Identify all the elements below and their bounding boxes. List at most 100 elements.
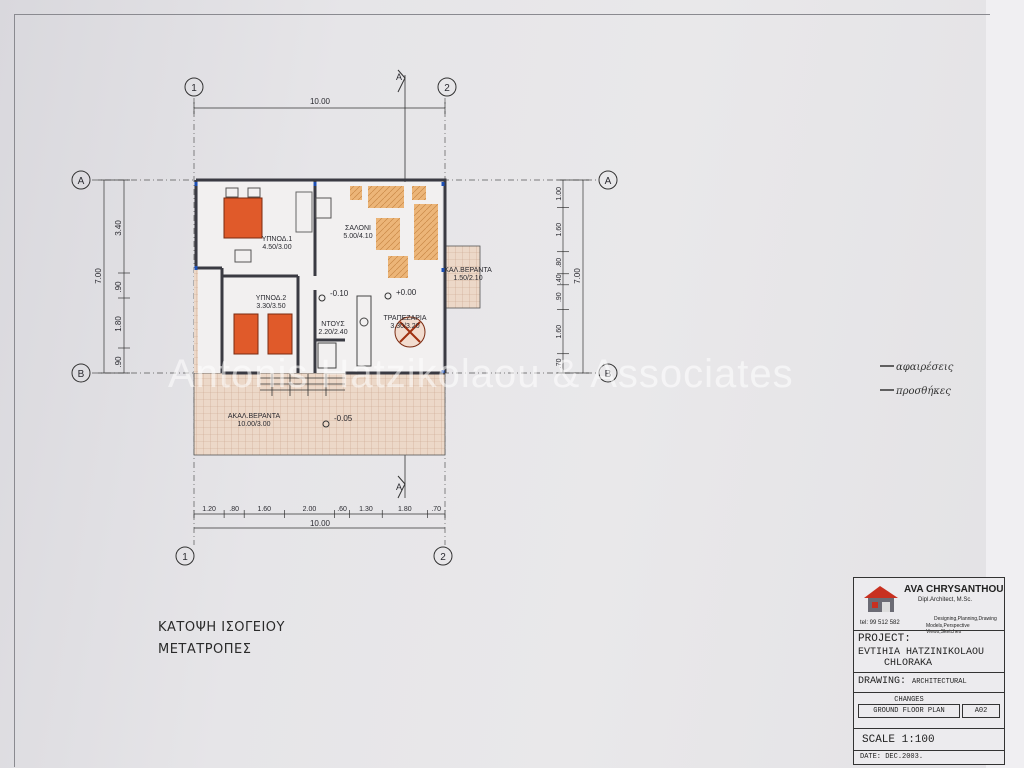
- dimension-bottom-seg-4: 2.00: [303, 506, 317, 513]
- dimension-bottom-total: 10.00: [310, 519, 331, 528]
- svg-text:2: 2: [440, 552, 446, 563]
- dimension-right-seg-4: .40: [556, 274, 563, 284]
- walls: [194, 178, 447, 375]
- dimension-left-total: 7.00: [94, 268, 103, 284]
- dining-table: [394, 316, 426, 348]
- room-label-size: 3.30/3.50: [256, 303, 285, 310]
- pillow-left: [225, 187, 239, 198]
- dimension-right-total: 7.00: [573, 268, 582, 284]
- double-bed-1: [223, 197, 263, 239]
- room-label-size: 4.50/3.00: [262, 244, 291, 251]
- dimension-bottom-seg-6: 1.30: [359, 506, 373, 513]
- grid-bubble-A-right: A: [598, 170, 618, 190]
- drawing-scale: SCALE 1:100: [862, 734, 935, 746]
- level-marker-1: -0.10: [318, 289, 349, 302]
- dimension-bottom-seg-2: .80: [229, 506, 239, 513]
- legend-additions: προσθήκες: [880, 386, 951, 397]
- room-label-size: 5.00/4.10: [343, 233, 372, 240]
- side-table-right: [412, 186, 426, 200]
- front-veranda: [193, 372, 446, 456]
- room-label-name: ΝΤΟΥΣ: [321, 321, 345, 328]
- svg-text:B: B: [605, 369, 612, 380]
- wardrobe: [295, 191, 313, 233]
- dimension-right-seg-1: 1.00: [556, 187, 563, 201]
- grid-bubble-2-top: 2: [437, 77, 457, 97]
- grid-bubble-1-bottom: 1: [175, 546, 195, 566]
- svg-text:προσθήκες: προσθήκες: [895, 386, 951, 397]
- armchair-long: [414, 204, 438, 260]
- dimension-bottom-seg-1: 1.20: [202, 506, 216, 513]
- dimension-right-seg-7: .70: [556, 358, 563, 368]
- svg-text:1: 1: [191, 83, 197, 94]
- dimension-left: [98, 179, 130, 374]
- firm-phone: tel: 99 512 582: [860, 620, 900, 626]
- room-label-size: 3.30/3.20: [390, 323, 419, 330]
- firm-logo-icon: [864, 586, 898, 612]
- room-label-size: 2.20/2.40: [318, 329, 347, 336]
- dimension-bottom-seg-8: .70: [431, 506, 441, 513]
- grid-bubble-B-right: B: [598, 363, 618, 383]
- svg-text:A: A: [605, 176, 612, 187]
- dimension-top-total: 10.00: [310, 97, 331, 106]
- covered-veranda: [444, 245, 481, 309]
- room-label-name: ΥΠΝΟΔ.1: [262, 236, 293, 243]
- drawing-label: DRAWING: ARCHITECTURAL: [858, 676, 967, 687]
- ottoman: [388, 256, 408, 278]
- project-location: CHLORAKA: [884, 658, 933, 669]
- dimension-left-seg-1: 3.40: [114, 220, 123, 236]
- svg-text:2: 2: [444, 83, 450, 94]
- level-marker-2: +0.00: [384, 288, 417, 300]
- svg-text:A: A: [396, 72, 402, 82]
- grid-bubble-B-left: B: [71, 363, 91, 383]
- svg-text:A: A: [396, 482, 402, 492]
- grid-bubble-1-top: 1: [184, 77, 204, 97]
- dimension-right-seg-5: .90: [556, 292, 563, 302]
- fireplace: [315, 197, 332, 219]
- dimension-right-seg-6: 1.60: [556, 325, 563, 339]
- hob: [359, 317, 369, 327]
- drawing-frame: [14, 14, 990, 767]
- dimension-right-seg-3: .80: [556, 258, 563, 268]
- room-label-name: ΣΑΛΟΝΙ: [345, 225, 371, 232]
- drawing-type: ARCHITECTURAL: [912, 678, 967, 686]
- drawing-caption-subtitle: ΜΕΤΑΤΡΟΠΕΣ: [158, 642, 252, 657]
- room-labels: ΥΠΝΟΔ.14.50/3.00ΣΑΛΟΝΙ5.00/4.10ΚΑΛ.ΒΕΡΑΝ…: [228, 225, 492, 428]
- svg-text:-0.05: -0.05: [334, 414, 353, 423]
- kitchen-counter: [356, 295, 372, 367]
- room-label-name: ΥΠΝΟΔ.2: [256, 295, 287, 302]
- dimension-bottom-seg-7: 1.80: [398, 506, 412, 513]
- single-bed-b: [267, 313, 293, 355]
- room-label-name: ΤΡΑΠΕΖΑΡΙΑ: [383, 315, 426, 322]
- dimension-right-ticks: 1.001.60.80.40.901.60.70: [556, 187, 569, 374]
- firm-services-2: Models,Perspective Views,Sketches: [926, 623, 970, 635]
- room-label-size: 10.00/3.00: [237, 421, 270, 428]
- dimension-bottom-ticks: 1.20 .80 1.60 2.00 .60 1.30 1.80 .70: [193, 506, 446, 518]
- sheet-changes: CHANGES: [894, 696, 924, 704]
- watermark: Antonis Hatzikolaou & Associates: [168, 352, 794, 396]
- dimension-bottom-seg-5: .60: [337, 506, 347, 513]
- project-name: EVTIHIA HATZINIKOLAOU: [858, 647, 985, 658]
- coffee-table: [376, 218, 400, 250]
- firm-name: AVA CHRYSANTHOU: [904, 584, 1004, 595]
- room-label-size: 1.50/2.10: [453, 275, 482, 282]
- project-label: PROJECT:: [858, 633, 911, 645]
- legend-removals: αφαιρέσεις: [880, 362, 954, 373]
- drawing-caption-title: ΚΑΤΟΨΗ ΙΣΟΓΕΙΟΥ: [158, 620, 285, 635]
- side-table-left: [350, 186, 362, 200]
- svg-text:1: 1: [182, 552, 188, 563]
- firm-subtitle: Dipl.Architect, M.Sc.: [918, 597, 973, 603]
- room-label-name: ΑΚΑΛ.ΒΕΡΑΝΤΑ: [228, 413, 281, 420]
- dimension-left-seg-4: .90: [114, 356, 123, 368]
- grid-bubble-A-left: A: [71, 170, 91, 190]
- svg-text:B: B: [78, 369, 85, 380]
- level-marker-3: -0.05: [322, 414, 353, 428]
- dimension-bottom-seg-3: 1.60: [257, 506, 271, 513]
- dimension-bottom: [194, 513, 445, 529]
- desk: [234, 249, 252, 263]
- svg-text:+0.00: +0.00: [396, 288, 417, 297]
- title-block: AVA CHRYSANTHOU Dipl.Architect, M.Sc. te…: [853, 577, 1005, 765]
- single-bed-a: [233, 313, 259, 355]
- svg-text:A: A: [78, 176, 85, 187]
- svg-text:-0.10: -0.10: [330, 289, 349, 298]
